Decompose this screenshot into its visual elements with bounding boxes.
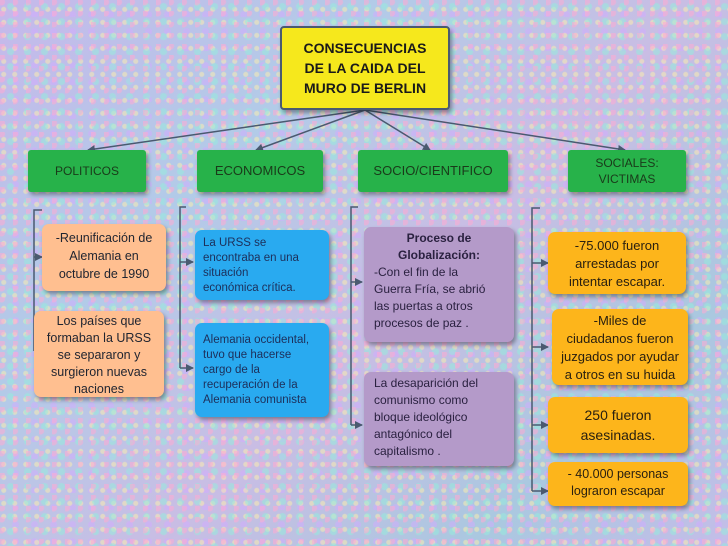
globalizacion-heading-line-2: Globalización:	[397, 248, 480, 262]
category-economicos-label: ECONOMICOS	[214, 163, 306, 178]
text-line: lograron escapar	[571, 484, 665, 498]
sociales-box-arrestadas: -75.000 fueron arrestadas por intentar e…	[548, 232, 686, 294]
text-line: se separaron y	[57, 348, 141, 362]
text-line: a otros en su huida	[564, 367, 676, 382]
economicos-box-urss: La URSS se encontraba en una situación e…	[195, 230, 329, 300]
text-line: económica crítica.	[203, 282, 296, 294]
title-to-socio	[364, 109, 431, 151]
text-line: formaban la URSS	[46, 331, 152, 345]
text-line: -Reunificación de	[55, 231, 153, 245]
text-line: - 40.000 personas	[567, 467, 669, 481]
title-to-politicos	[87, 109, 366, 153]
text-line: -Con el fin de la	[374, 265, 459, 279]
title-to-sociales	[364, 109, 626, 153]
politicos-box-reunificacion: -Reunificación de Alemania en octubre de…	[42, 224, 166, 291]
globalizacion-heading-line-1: Proceso de	[406, 231, 472, 245]
text-line: situación	[203, 267, 249, 279]
title-to-economicos	[255, 109, 366, 152]
economicos-box-alemania: Alemania occidental, tuvo que hacerse ca…	[195, 323, 329, 417]
title-line-1: CONSECUENCIAS	[303, 40, 427, 56]
sociales-box-escapar: - 40.000 personas lograron escapar	[548, 462, 688, 506]
category-economicos: ECONOMICOS	[197, 150, 323, 192]
title-line-2: DE LA CAIDA DEL	[304, 60, 426, 76]
category-sociales-line-1: SOCIALES:	[595, 156, 659, 170]
category-politicos: POLITICOS	[28, 150, 146, 192]
text-line: La URSS se	[203, 237, 267, 249]
text-line: procesos de paz .	[374, 316, 469, 330]
text-line: recuperación de la	[203, 379, 298, 391]
socio-bracket	[350, 206, 358, 425]
text-line: asesinadas.	[580, 427, 656, 443]
text-line: -75.000 fueron	[574, 238, 660, 253]
text-line: bloque ideológico	[374, 410, 468, 424]
text-line: naciones	[73, 382, 125, 396]
text-line: juzgados por ayudar	[561, 349, 679, 364]
text-line: Alemania en	[69, 249, 139, 263]
text-line: las puertas a otros	[374, 299, 473, 313]
text-line: tuvo que hacerse	[203, 349, 292, 361]
category-politicos-label: POLITICOS	[54, 164, 119, 178]
text-line: ciudadanos fueron	[566, 331, 674, 346]
category-sociales: SOCIALES: VICTIMAS	[568, 150, 686, 192]
text-line: Los países que	[56, 314, 142, 328]
text-line: 250 fueron	[584, 407, 652, 423]
text-line: cargo de la	[203, 364, 260, 376]
text-line: Alemania comunista	[203, 394, 307, 406]
text-line: surgieron nuevas	[51, 365, 147, 379]
text-line: intentar escapar.	[568, 274, 666, 289]
category-socio-cientifico: SOCIO/CIENTIFICO	[358, 150, 508, 192]
sociales-box-juzgados: -Miles de ciudadanos fueron juzgados por…	[552, 309, 688, 385]
text-line: encontraba en una	[203, 252, 299, 264]
text-line: comunismo como	[374, 393, 469, 407]
economicos-bracket	[179, 206, 186, 368]
title-line-3: MURO DE BERLIN	[303, 80, 427, 96]
category-socio-label: SOCIO/CIENTIFICO	[373, 163, 493, 178]
text-line: Alemania occidental,	[203, 334, 310, 346]
socio-box-globalizacion: Proceso de Globalización: -Con el fin de…	[364, 227, 514, 342]
politicos-box-paises: Los países que formaban la URSS se separ…	[34, 311, 164, 397]
text-line: La desaparición del	[374, 376, 479, 390]
politicos-bracket	[33, 209, 42, 351]
text-line: Guerra Fría, se abrió	[374, 282, 486, 296]
text-line: antagónico del	[374, 427, 453, 441]
text-line: octubre de 1990	[58, 267, 150, 281]
sociales-bracket	[531, 207, 540, 491]
title-box: CONSECUENCIAS DE LA CAIDA DEL MURO DE BE…	[280, 26, 450, 110]
text-line: arrestadas por	[575, 256, 659, 271]
category-sociales-line-2: VICTIMAS	[598, 172, 656, 186]
text-line: capitalismo .	[374, 444, 441, 458]
socio-box-comunismo: La desaparición del comunismo como bloqu…	[364, 372, 514, 466]
text-line: -Miles de	[593, 313, 647, 328]
sociales-box-asesinadas: 250 fueron asesinadas.	[548, 397, 688, 453]
